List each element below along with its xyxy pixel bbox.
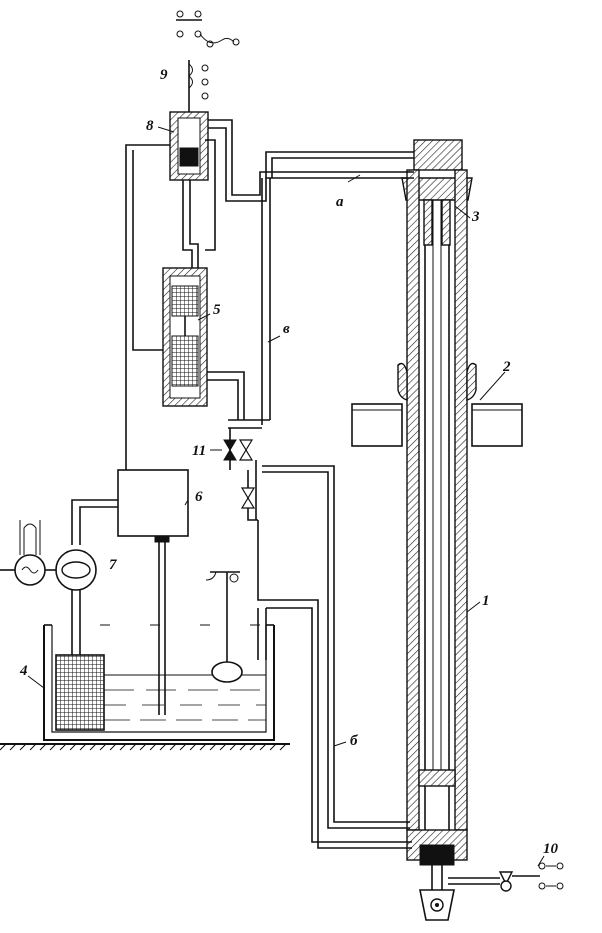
label-4: 4: [20, 663, 28, 679]
label-2: 2: [503, 359, 511, 375]
label-a: a: [336, 194, 344, 210]
label-11: 11: [192, 443, 207, 459]
stop-valves-11: [210, 439, 256, 509]
label-6: 6: [195, 489, 203, 505]
label-pipe-b: б: [350, 733, 358, 749]
label-10: 10: [543, 841, 558, 857]
limit-switch-10: [448, 862, 564, 892]
distributor-5: [162, 267, 208, 407]
label-pipe-v: в: [283, 321, 290, 337]
label-7: 7: [109, 557, 117, 573]
label-1: 1: [482, 593, 490, 609]
pump-unit-6: [71, 469, 189, 715]
main-cylinder: [397, 139, 477, 921]
label-5: 5: [213, 302, 221, 318]
label-9: 9: [160, 67, 168, 83]
leader-lines: [27, 126, 545, 867]
oil-tank-4: [0, 571, 290, 751]
label-3: 3: [472, 209, 480, 225]
pipework: [125, 119, 414, 849]
label-8: 8: [146, 118, 154, 134]
control-valve-8: [169, 60, 209, 181]
motor-pump-7: [0, 520, 97, 655]
contacts-9: [176, 10, 240, 100]
support-beam: [351, 403, 523, 447]
